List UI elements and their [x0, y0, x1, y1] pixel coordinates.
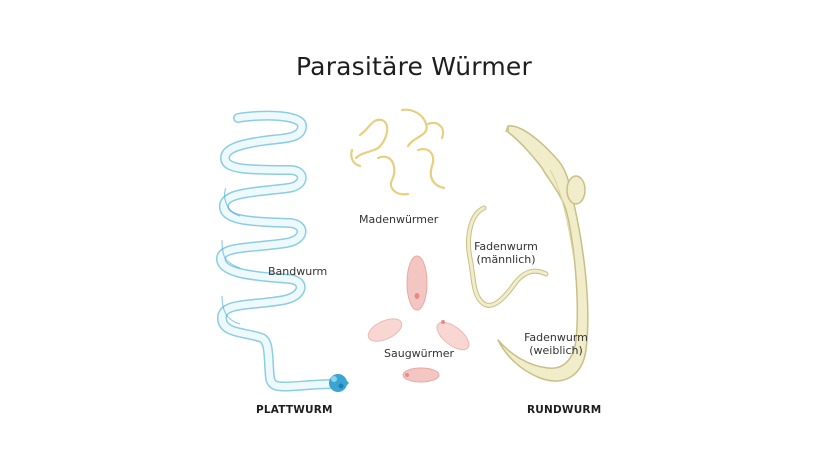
label-saugwuermer: Saugwürmer: [384, 347, 454, 360]
group-label-rundwurm: RUNDWURM: [527, 404, 602, 416]
fluke-illustration: [367, 255, 470, 383]
label-fadenwurm-maennlich: Fadenwurm (männlich): [466, 240, 546, 266]
label-fadenwurm-weiblich: Fadenwurm (weiblich): [516, 331, 596, 357]
group-label-plattwurm: PLATTWURM: [256, 404, 333, 416]
label-fadenwurm-weiblich-line1: Fadenwurm: [524, 331, 588, 344]
female-roundworm-illustration: [497, 125, 589, 382]
pinworm-illustration: [350, 108, 446, 196]
label-fadenwurm-maennlich-line2: (männlich): [476, 253, 536, 266]
label-fadenwurm-weiblich-line2: (weiblich): [529, 344, 583, 357]
label-madenwuermer: Madenwürmer: [359, 213, 439, 226]
label-bandwurm: Bandwurm: [268, 265, 328, 278]
tapeworm-illustration: [216, 110, 349, 392]
page-title: Parasitäre Würmer: [296, 52, 532, 81]
male-roundworm-illustration: [466, 205, 549, 308]
tapeworm-head-icon: [329, 374, 347, 392]
label-fadenwurm-maennlich-line1: Fadenwurm: [474, 240, 538, 253]
